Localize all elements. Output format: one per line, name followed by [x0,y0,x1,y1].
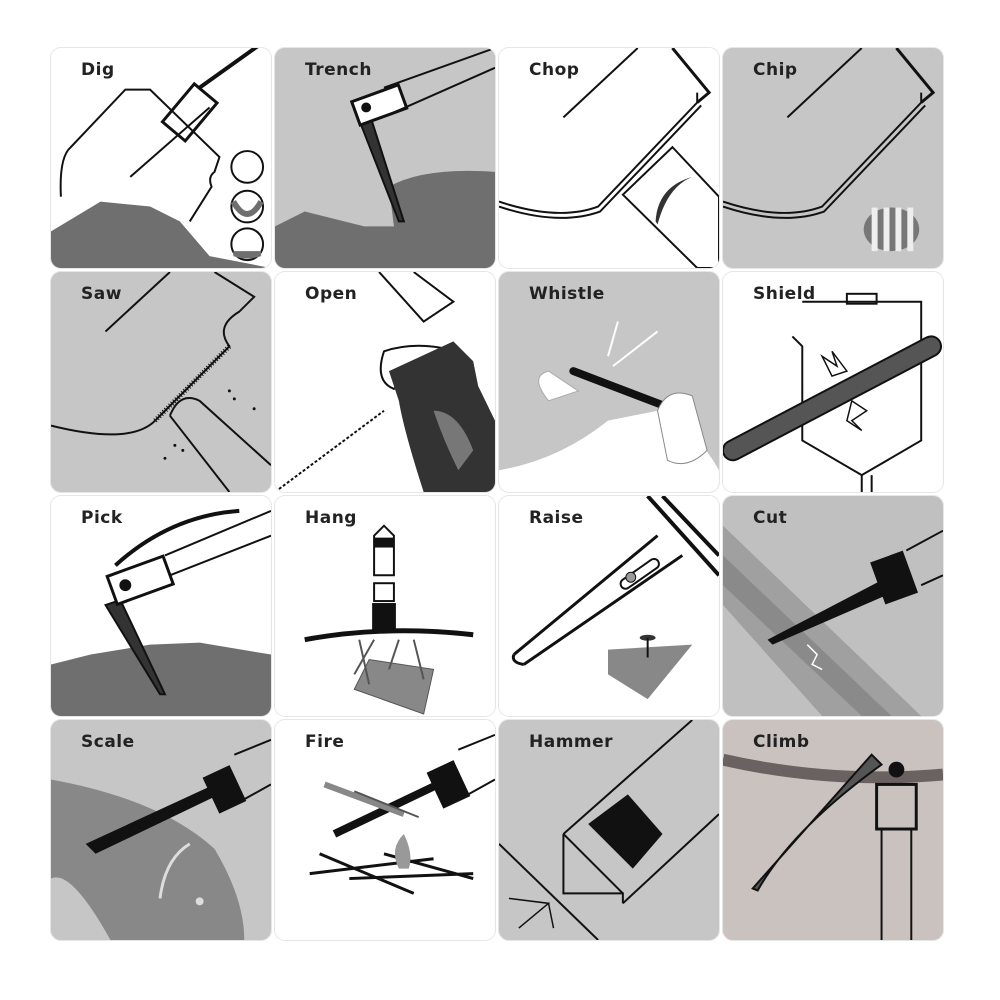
tile-chip: Chip [722,47,944,269]
soil-icon [230,150,265,184]
shield-illustration [723,292,943,492]
tile-fire: Fire [274,719,496,941]
trench-illustration [275,48,495,268]
tile-label: Fire [305,732,345,752]
open-illustration [275,272,495,492]
tile-label: Whistle [529,284,605,304]
tile-label: Dig [81,60,115,80]
hang-illustration [304,524,474,715]
tile-scale: Scale [50,719,272,941]
tile-saw: Saw [50,271,272,493]
scale-illustration [51,738,271,940]
tile-shield: Shield [722,271,944,493]
tile-dig: Dig [50,47,272,269]
tile-label: Open [305,284,358,304]
tile-pick: Pick [50,495,272,717]
tile-label: Chop [529,60,580,80]
raise-illustration [511,496,719,700]
tile-trench: Trench [274,47,496,269]
tile-label: Climb [753,732,810,752]
cut-illustration [723,525,943,716]
tile-chop: Chop [498,47,720,269]
hammer-illustration [499,720,719,940]
whistle-illustration [499,321,719,492]
dig-illustration [51,48,271,268]
tile-label: Hammer [529,732,614,752]
climb-illustration [723,753,943,940]
usage-grid: Dig Trench Chop [50,47,944,941]
tile-label: Trench [305,60,372,80]
tile-label: Shield [753,284,816,304]
tile-label: Hang [305,508,357,528]
tile-label: Cut [753,508,788,528]
tile-climb: Climb [722,719,944,941]
tile-raise: Raise [498,495,720,717]
tile-hammer: Hammer [498,719,720,941]
fire-illustration [309,733,495,895]
tile-label: Scale [81,732,135,752]
tile-whistle: Whistle [498,271,720,493]
saw-illustration [51,272,271,492]
tile-open: Open [274,271,496,493]
trench-icon [230,189,265,224]
tile-cut: Cut [722,495,944,717]
tile-hang: Hang [274,495,496,717]
tile-label: Saw [81,284,122,304]
tile-label: Chip [753,60,798,80]
tile-label: Pick [81,508,123,528]
pick-illustration [51,508,271,716]
chip-illustration [723,48,936,252]
tile-label: Raise [529,508,584,528]
chop-illustration [499,48,719,268]
